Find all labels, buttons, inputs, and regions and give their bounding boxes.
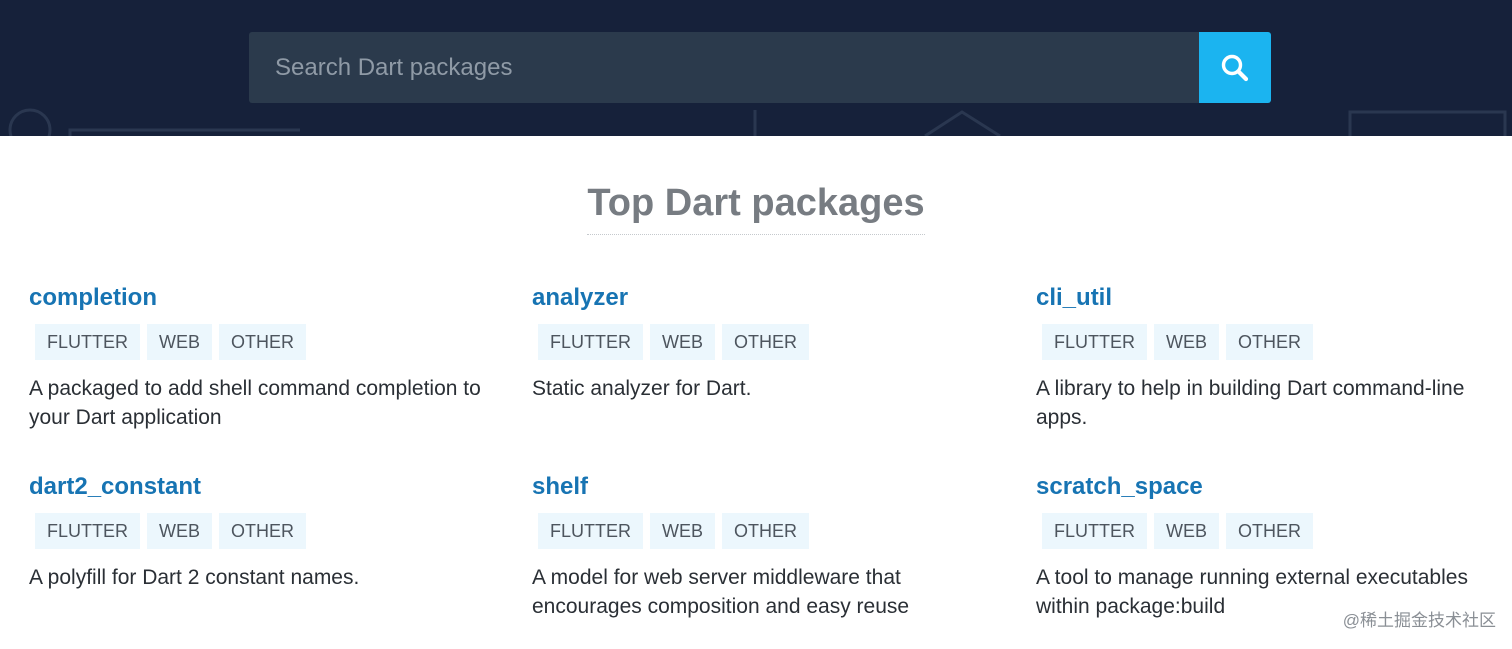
tag-flutter[interactable]: FLUTTER [1042, 324, 1147, 360]
search-input[interactable] [249, 32, 1199, 103]
package-link-shelf[interactable]: shelf [532, 473, 589, 500]
package-tags: FLUTTER WEB OTHER [1042, 513, 1506, 549]
tag-web[interactable]: WEB [650, 513, 716, 549]
tag-web[interactable]: WEB [1154, 513, 1220, 549]
header-decoration [8, 108, 1507, 136]
package-description: A tool to manage running external execut… [1036, 566, 1468, 618]
tag-other[interactable]: OTHER [722, 324, 810, 360]
header-banner [0, 0, 1512, 136]
tag-web[interactable]: WEB [1154, 324, 1220, 360]
page-title-text: Top Dart packages [587, 180, 925, 235]
tag-other[interactable]: OTHER [219, 513, 307, 549]
package-card: dart2_constant FLUTTER WEB OTHER A polyf… [29, 473, 499, 592]
package-tags: FLUTTER WEB OTHER [35, 324, 499, 360]
tag-flutter[interactable]: FLUTTER [35, 513, 140, 549]
tag-flutter[interactable]: FLUTTER [35, 324, 140, 360]
package-description: A polyfill for Dart 2 constant names. [29, 566, 360, 589]
tag-flutter[interactable]: FLUTTER [1042, 513, 1147, 549]
package-link-scratch-space[interactable]: scratch_space [1036, 473, 1203, 500]
tag-other[interactable]: OTHER [1226, 513, 1314, 549]
tag-flutter[interactable]: FLUTTER [538, 513, 643, 549]
package-tags: FLUTTER WEB OTHER [35, 513, 499, 549]
package-card: scratch_space FLUTTER WEB OTHER A tool t… [1036, 473, 1506, 621]
search-button[interactable] [1199, 32, 1271, 103]
tag-web[interactable]: WEB [147, 324, 213, 360]
package-link-dart2-constant[interactable]: dart2_constant [29, 473, 202, 500]
watermark: @稀土掘金技术社区 [1342, 611, 1496, 630]
package-link-analyzer[interactable]: analyzer [532, 284, 629, 311]
package-description: A library to help in building Dart comma… [1036, 377, 1465, 429]
tag-flutter[interactable]: FLUTTER [538, 324, 643, 360]
package-card: cli_util FLUTTER WEB OTHER A library to … [1036, 284, 1506, 432]
tag-web[interactable]: WEB [650, 324, 716, 360]
page-title: Top Dart packages [0, 180, 1512, 235]
tag-other[interactable]: OTHER [1226, 324, 1314, 360]
package-tags: FLUTTER WEB OTHER [538, 513, 1002, 549]
package-link-cli-util[interactable]: cli_util [1036, 284, 1113, 311]
package-description: A model for web server middleware that e… [532, 566, 910, 618]
package-card: analyzer FLUTTER WEB OTHER Static analyz… [532, 284, 1002, 403]
package-link-completion[interactable]: completion [29, 284, 158, 311]
tag-other[interactable]: OTHER [219, 324, 307, 360]
tag-web[interactable]: WEB [147, 513, 213, 549]
package-card: completion FLUTTER WEB OTHER A packaged … [29, 284, 499, 432]
package-description: A packaged to add shell command completi… [29, 377, 481, 429]
package-description: Static analyzer for Dart. [532, 377, 752, 400]
tag-other[interactable]: OTHER [722, 513, 810, 549]
package-tags: FLUTTER WEB OTHER [1042, 324, 1506, 360]
package-tags: FLUTTER WEB OTHER [538, 324, 1002, 360]
package-card: shelf FLUTTER WEB OTHER A model for web … [532, 473, 1002, 621]
search-icon [1221, 54, 1249, 81]
